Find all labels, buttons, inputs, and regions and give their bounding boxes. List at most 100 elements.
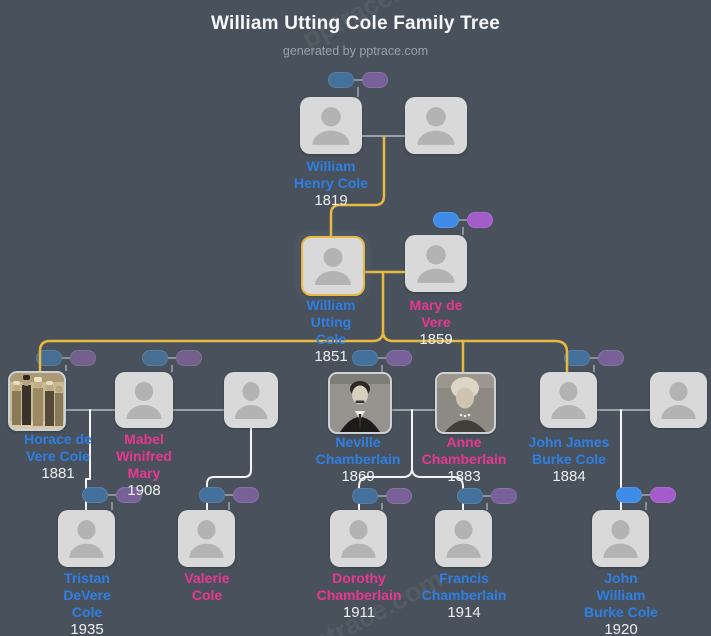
person-name-line: Mabel [124,431,164,447]
parents-stub-line [228,502,230,510]
pill-connector [225,494,233,496]
father-pill-icon[interactable] [199,487,225,503]
person-box-dorothy[interactable] [330,510,387,567]
person-box-mabel[interactable] [115,372,173,428]
person-name-line: Chamberlain [421,587,507,603]
pill-connector [459,219,467,221]
parents-stub-line [111,502,113,510]
father-pill-icon[interactable] [82,487,108,503]
person-box-valerie[interactable] [178,510,235,567]
mother-pill-icon[interactable] [116,487,142,503]
parents-stub-line [381,365,383,372]
person-silhouette-icon [189,520,224,558]
father-pill-icon[interactable] [457,488,483,504]
person-year: 1869 [341,468,375,485]
person-box-anne[interactable] [435,372,496,434]
watermark-bottom: pptrace.com [292,564,448,636]
person-name-line: William [306,297,356,313]
pill-connector [483,495,491,497]
person-box-horace[interactable] [8,371,66,431]
person-name-line: William [596,587,646,603]
mother-pill-icon[interactable] [386,350,412,366]
mother-pill-icon[interactable] [598,350,624,366]
parents-pills-mabel[interactable] [142,350,202,366]
person-name-line: DeVere [63,587,111,603]
father-pill-icon[interactable] [433,212,459,228]
mother-pill-icon[interactable] [491,488,517,504]
father-pill-icon[interactable] [616,487,642,503]
person-silhouette-icon [69,520,104,558]
person-year: 1881 [41,465,75,482]
father-pill-icon[interactable] [564,350,590,366]
mother-pill-icon[interactable] [467,212,493,228]
mother-pill-icon[interactable] [386,488,412,504]
person-box-jwbc[interactable] [592,510,649,567]
parents-pills-francis[interactable] [457,488,517,504]
person-name-line: Henry Cole [294,175,368,191]
mother-pill-icon[interactable] [650,487,676,503]
person-box-wuc[interactable] [301,236,365,296]
person-box-mdv[interactable] [405,235,467,292]
person-silhouette-icon [446,520,481,558]
person-silhouette-icon [417,107,455,145]
person-box-neville[interactable] [328,372,392,434]
person-name-line: Neville [335,434,381,450]
parents-pills-jjbc[interactable] [564,350,624,366]
pill-connector [62,357,70,359]
parents-stub-line [486,503,488,510]
person-name-line: Chamberlain [421,451,507,467]
person-box-francis[interactable] [435,510,492,567]
mother-pill-icon[interactable] [362,72,388,88]
person-name-line: John James [528,434,610,450]
parents-pills-jwbc[interactable] [616,487,676,503]
person-name-line: Utting [310,314,352,330]
person-name-line: Mary de [409,297,463,313]
person-box-sp3r[interactable] [650,372,707,428]
person-name-line: Cole [191,587,223,603]
parents-pills-dorothy[interactable] [352,488,412,504]
person-box-jjbc[interactable] [540,372,597,428]
person-year: 1911 [342,604,376,621]
person-name-line: Valerie [184,570,230,586]
parents-pills-tristan[interactable] [82,487,142,503]
person-year: 1914 [447,604,481,621]
person-silhouette-icon [315,248,351,285]
parents-stub-line [171,365,173,372]
pill-connector [378,495,386,497]
person-silhouette-icon [234,382,268,419]
parents-pills-valerie[interactable] [199,487,259,503]
mother-pill-icon[interactable] [176,350,202,366]
father-pill-icon[interactable] [352,488,378,504]
father-pill-icon[interactable] [352,350,378,366]
pill-connector [642,494,650,496]
person-name-line: Chamberlain [315,451,401,467]
person-silhouette-icon [312,107,350,145]
parents-pills-whc[interactable] [328,72,388,88]
father-pill-icon[interactable] [328,72,354,88]
person-box-sp3[interactable] [224,372,278,428]
father-pill-icon[interactable] [36,350,62,366]
person-name-line: Anne [446,434,482,450]
mother-pill-icon[interactable] [233,487,259,503]
person-name-line: Francis [439,570,489,586]
person-box-tristan[interactable] [58,510,115,567]
parents-pills-mdv[interactable] [433,212,493,228]
parents-pills-horace[interactable] [36,350,96,366]
parents-pills-neville[interactable] [352,350,412,366]
father-pill-icon[interactable] [142,350,168,366]
parents-stub-line [357,87,359,97]
person-silhouette-icon [661,382,696,419]
person-box-whc[interactable] [300,97,362,154]
person-name-line: Cole [315,331,347,347]
person-name-line: Mary [127,465,161,481]
person-year: 1859 [419,331,453,348]
person-name-line: Horace de [24,431,92,447]
mother-pill-icon[interactable] [70,350,96,366]
person-box-g1sp[interactable] [405,97,467,154]
